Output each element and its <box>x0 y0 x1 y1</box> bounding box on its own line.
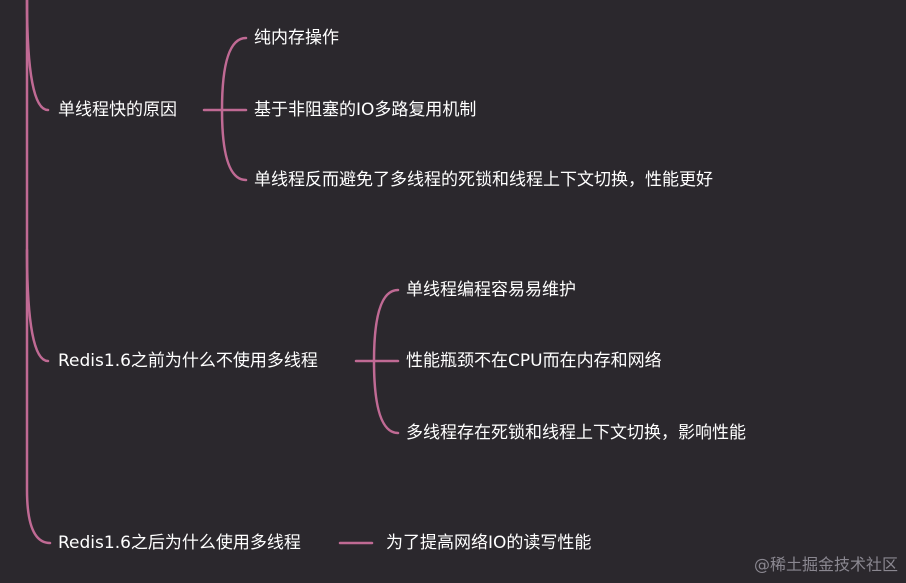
branch-2-bracket-top <box>372 288 400 363</box>
branch-3-label[interactable]: Redis1.6之后为什么使用多线程 <box>58 533 301 553</box>
watermark: @稀土掘金技术社区 <box>753 555 898 574</box>
trunk-to-branch-2 <box>25 248 50 363</box>
branch-2-bracket-bottom <box>372 359 400 435</box>
branch-2-child-2[interactable]: 性能瓶颈不在CPU而在内存和网络 <box>406 351 662 371</box>
branch-1-bracket-bottom <box>220 108 248 182</box>
trunk-line <box>25 0 52 545</box>
branch-1-label[interactable]: 单线程快的原因 <box>58 100 177 120</box>
branch-2-child-1[interactable]: 单线程编程容易易维护 <box>406 280 576 300</box>
branch-2-label[interactable]: Redis1.6之前为什么不使用多线程 <box>58 351 318 371</box>
branch-1-child-1[interactable]: 纯内存操作 <box>254 28 339 48</box>
branch-3-child-1[interactable]: 为了提高网络IO的读写性能 <box>386 533 592 553</box>
branch-2-child-3[interactable]: 多线程存在死锁和线程上下文切换，影响性能 <box>406 423 746 443</box>
branch-1-child-3[interactable]: 单线程反而避免了多线程的死锁和线程上下文切换，性能更好 <box>254 170 713 190</box>
trunk-to-branch-1 <box>25 0 50 112</box>
branch-1-bracket-top <box>220 36 248 112</box>
branch-1-child-2[interactable]: 基于非阻塞的IO多路复用机制 <box>254 100 477 120</box>
